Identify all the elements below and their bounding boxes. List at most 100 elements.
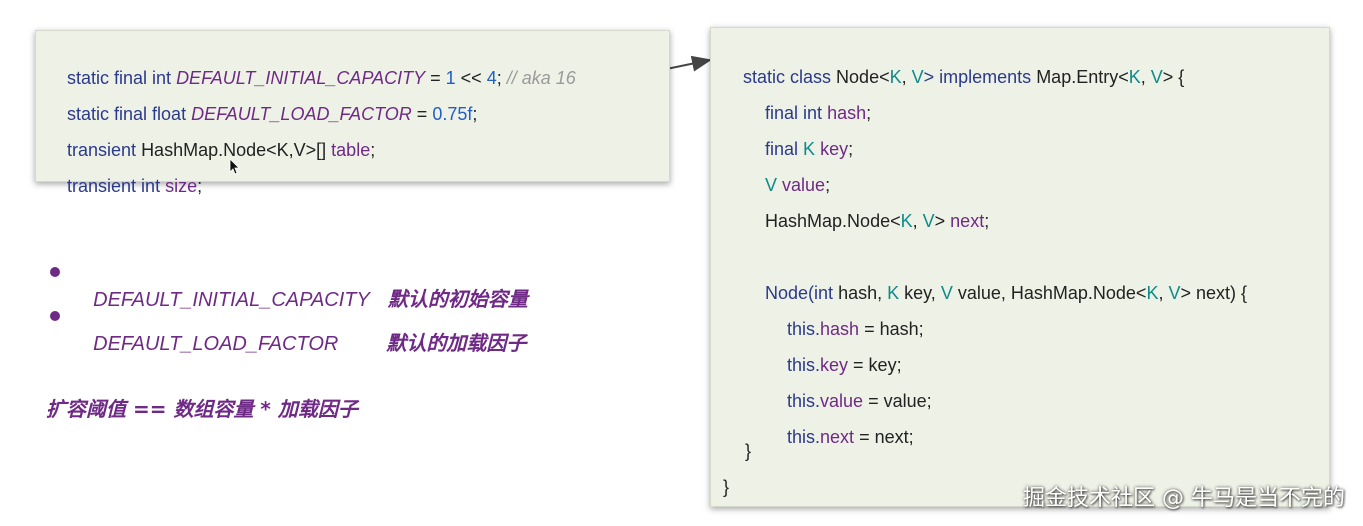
code-token: ; [370, 140, 376, 160]
code-token: K [1146, 283, 1159, 303]
code-token: Node( [765, 283, 815, 303]
code-token: value, HashMap.Node< [952, 283, 1147, 303]
code-token: = key; [848, 355, 902, 375]
code-token: key, [899, 283, 941, 303]
code-line-value-field: V value; [745, 152, 830, 218]
code-token: V [1168, 283, 1181, 303]
code-token: size [165, 176, 198, 196]
code-token: 4 [486, 68, 497, 88]
threshold-formula: 扩容阈值 == 数组容量 * 加载因子 [46, 397, 358, 421]
code-token: << [455, 68, 487, 88]
bullet-item-initial-capacity: DEFAULT_INITIAL_CAPACITY 默认的初始容量 [82, 260, 528, 312]
code-token: this. [787, 355, 821, 375]
code-token: V [911, 67, 924, 87]
code-token: hash [827, 103, 867, 123]
code-line-close-constructor: } [745, 441, 752, 461]
code-token: next [950, 211, 985, 231]
code-line-assign-next: this.next = next; [767, 404, 914, 470]
code-line-constructor: Node(int hash, K key, V value, HashMap.N… [745, 260, 1247, 326]
code-token: , [901, 67, 912, 87]
code-line-key-field: final K key; [745, 116, 853, 182]
code-token: 1 [445, 68, 456, 88]
bullet-term: DEFAULT_INITIAL_CAPACITY [93, 289, 370, 311]
code-token: key [820, 355, 849, 375]
code-token: HashMap.Node< [765, 211, 901, 231]
code-token: > { [1162, 67, 1185, 87]
code-line-hash-field: final int hash; [745, 80, 871, 146]
code-token: value [782, 175, 826, 195]
code-token: Node< [836, 67, 890, 87]
bullet-dot-icon [50, 311, 60, 321]
code-token: K [900, 211, 913, 231]
code-token: K [803, 139, 821, 159]
mouse-pointer-icon [229, 158, 240, 175]
code-token: transient int [67, 176, 166, 196]
code-token: ; [984, 211, 990, 231]
code-line-assign-key: this.key = key; [767, 332, 902, 398]
code-token: V [940, 283, 953, 303]
code-token: V [1150, 67, 1163, 87]
code-token: = next; [854, 427, 914, 447]
code-token: static final float [67, 104, 192, 124]
code-token: K [887, 283, 900, 303]
code-token: > [934, 211, 951, 231]
code-token: , [1140, 67, 1151, 87]
code-token: this. [787, 427, 821, 447]
code-token: hash, [838, 283, 888, 303]
code-token: Map.Entry< [1036, 67, 1129, 87]
code-token: final [765, 139, 804, 159]
code-token: K [1128, 67, 1141, 87]
code-line-assign-hash: this.hash = hash; [767, 296, 924, 362]
code-line-class-decl: static class Node<K, V> implements Map.E… [723, 44, 1184, 110]
code-line-assign-value: this.value = value; [767, 368, 932, 434]
watermark: 掘金技术社区 @ 牛马是当不完的 [1023, 486, 1345, 511]
code-token: key [820, 139, 849, 159]
code-line-load-factor: static final float DEFAULT_LOAD_FACTOR =… [47, 81, 477, 147]
code-token: final int [765, 103, 828, 123]
code-token: static class [743, 67, 837, 87]
code-token: , [912, 211, 923, 231]
code-token: = [425, 68, 446, 88]
code-line-initial-capacity: static final int DEFAULT_INITIAL_CAPACIT… [47, 45, 576, 111]
code-token: table [331, 140, 371, 160]
code-line-close-class: } [723, 477, 730, 497]
code-token: , [1158, 283, 1169, 303]
code-token: int [814, 283, 839, 303]
code-token: > implements [923, 67, 1037, 87]
code-line-size: transient int size; [47, 153, 202, 219]
code-token: next [820, 427, 855, 447]
code-token: ; [472, 104, 478, 124]
code-token: DEFAULT_INITIAL_CAPACITY [176, 68, 426, 88]
code-comment: // aka 16 [506, 68, 576, 88]
code-token: HashMap.Node<K,V>[] [141, 140, 332, 160]
code-token: K [889, 67, 902, 87]
node-class-code-panel: static class Node<K, V> implements Map.E… [710, 27, 1330, 507]
code-token: = value; [863, 391, 932, 411]
bullet-item-load-factor: DEFAULT_LOAD_FACTOR 默认的加载因子 [82, 304, 526, 356]
hashmap-fields-code-panel: static final int DEFAULT_INITIAL_CAPACIT… [35, 30, 670, 196]
bullet-term: DEFAULT_LOAD_FACTOR [93, 333, 339, 355]
code-token: this. [787, 319, 821, 339]
code-token: ; [496, 68, 507, 88]
code-token: DEFAULT_LOAD_FACTOR [191, 104, 412, 124]
code-token: = hash; [859, 319, 924, 339]
code-token: value [820, 391, 864, 411]
code-token: = [411, 104, 433, 124]
code-token: this. [787, 391, 821, 411]
code-token: hash [820, 319, 860, 339]
code-token: > next) { [1180, 283, 1248, 303]
code-token: 0.75f [432, 104, 473, 124]
code-token: V [922, 211, 935, 231]
code-token: ; [197, 176, 203, 196]
code-line-next-field: HashMap.Node<K, V> next; [745, 188, 989, 254]
code-token: ; [866, 103, 872, 123]
code-token: static final int [67, 68, 177, 88]
code-token: V [765, 175, 783, 195]
code-token: ; [825, 175, 831, 195]
code-token: ; [848, 139, 854, 159]
code-line-table: transient HashMap.Node<K,V>[] table; [47, 117, 375, 183]
bullet-description: 默认的初始容量 [387, 287, 528, 311]
bullet-dot-icon [50, 267, 60, 277]
code-token: transient [67, 140, 142, 160]
bullet-description: 默认的加载因子 [386, 331, 527, 355]
